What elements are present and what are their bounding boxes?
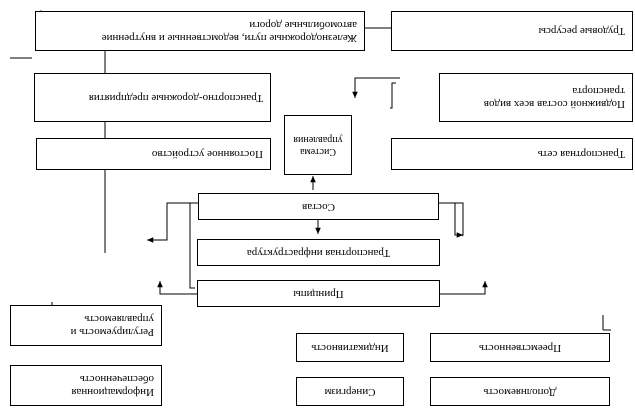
info-support-label: Информационная обеспеченность: [71, 373, 154, 399]
regulation-box: Регулируемость и управляемость: [10, 305, 162, 346]
rolling-stock-box: Подвижной состав всех видов транспорта: [439, 73, 633, 122]
composition-label: Состав: [302, 201, 336, 213]
labor-resources-box: Трудовые ресурсы: [391, 11, 633, 51]
indicativity-label: Индикативность: [311, 342, 389, 354]
indicativity-box: Индикативность: [296, 333, 404, 362]
rolling-stock-label: Подвижной состав всех видов транспорта: [483, 85, 625, 111]
additivity-label: Дополняемость: [483, 386, 557, 398]
composition-right-branch: [147, 202, 198, 243]
synergism-label: Синергизм: [324, 386, 376, 398]
permanent-device-label: Постоянное устройство: [151, 148, 263, 161]
labor-resources-label: Трудовые ресурсы: [538, 25, 625, 38]
principles-left-branch: [440, 281, 488, 295]
railways-roads-label: Железнодорожные пути, ведомственные и вн…: [101, 19, 357, 44]
principles-label: Принципы: [293, 288, 344, 300]
management-system-label: Система управления: [293, 134, 343, 157]
composition-left-branch: [439, 202, 464, 237]
infrastructure-label: Транспортная инфраструктура: [246, 247, 391, 259]
railways-roads-box: Железнодорожные пути, ведомственные и вн…: [35, 11, 365, 51]
principles-box: Принципы: [197, 280, 440, 307]
principles-right-branch: [157, 281, 197, 295]
road-enterprises-label: Транспортно-дорожные предприятия: [88, 92, 263, 104]
info-support-box: Информационная обеспеченность: [10, 365, 162, 406]
composition-left-arrow: [454, 203, 463, 238]
additivity-box: Дополняемость: [430, 377, 610, 406]
labor-link: [352, 77, 400, 98]
permanent-device-box: Постоянное устройство: [36, 138, 271, 170]
composition-box: Состав: [198, 193, 439, 220]
rolling-link: [390, 82, 396, 109]
succession-label: Преемственность: [478, 342, 562, 354]
regulation-label: Регулируемость и управляемость: [70, 313, 154, 339]
left-group-connector: [602, 315, 611, 331]
road-enterprises-box: Транспортно-дорожные предприятия: [34, 73, 271, 122]
succession-box: Преемственность: [430, 333, 610, 362]
composition-right-inner: [189, 203, 195, 289]
management-system-box: Система управления: [284, 115, 352, 175]
infrastructure-box: Транспортная инфраструктура: [197, 239, 440, 266]
transport-network-box: Транспортная сеть: [391, 138, 633, 170]
transport-network-label: Транспортная сеть: [537, 148, 625, 161]
synergism-box: Синергизм: [296, 377, 404, 406]
